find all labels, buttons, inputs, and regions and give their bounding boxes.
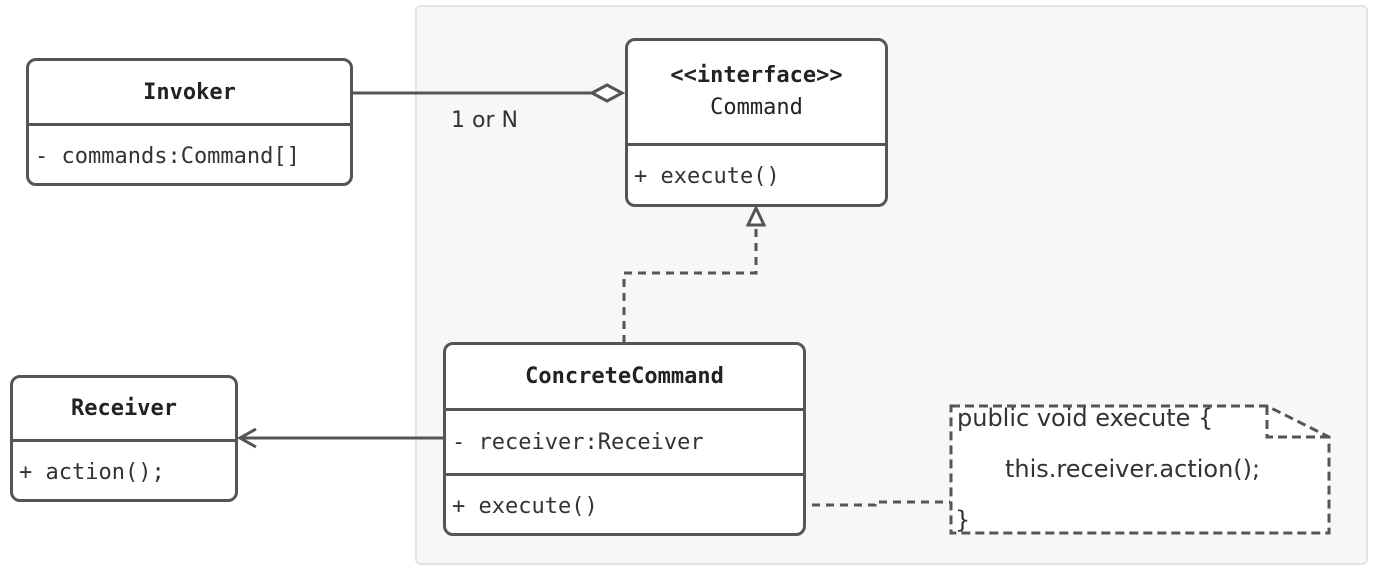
note-line-2: this.receiver.action(); bbox=[1005, 455, 1261, 483]
note-outline bbox=[949, 404, 1331, 535]
class-name: Invoker bbox=[143, 79, 236, 105]
multiplicity-label: 1 or N bbox=[451, 108, 518, 133]
command-interface[interactable]: <<interface>> Command + execute() bbox=[625, 38, 888, 207]
class-name: Receiver bbox=[71, 396, 177, 421]
concrete-command-class[interactable]: ConcreteCommand - receiver:Receiver + ex… bbox=[443, 342, 806, 536]
realization-line bbox=[622, 225, 758, 343]
attribute: - receiver:Receiver bbox=[452, 429, 704, 455]
class-name: ConcreteCommand bbox=[525, 364, 724, 389]
note-line-3: } bbox=[955, 506, 971, 534]
method: + execute() bbox=[452, 493, 598, 519]
note-fold bbox=[1265, 406, 1329, 439]
association-arrowhead bbox=[236, 427, 257, 449]
aggregation-diamond bbox=[588, 83, 626, 103]
attribute: - commands:Command[] bbox=[35, 143, 300, 169]
realization-arrowhead bbox=[745, 204, 767, 227]
invoker-class[interactable]: Invoker - commands:Command[] bbox=[26, 58, 353, 186]
stereotype-label: <<interface>> bbox=[670, 63, 843, 88]
receiver-class[interactable]: Receiver + action(); bbox=[10, 375, 238, 502]
method: + execute() bbox=[634, 164, 780, 189]
note-line-1: public void execute { bbox=[957, 404, 1214, 432]
note-connector bbox=[770, 500, 950, 507]
method: + action(); bbox=[19, 459, 165, 485]
class-name: Command bbox=[710, 95, 803, 120]
